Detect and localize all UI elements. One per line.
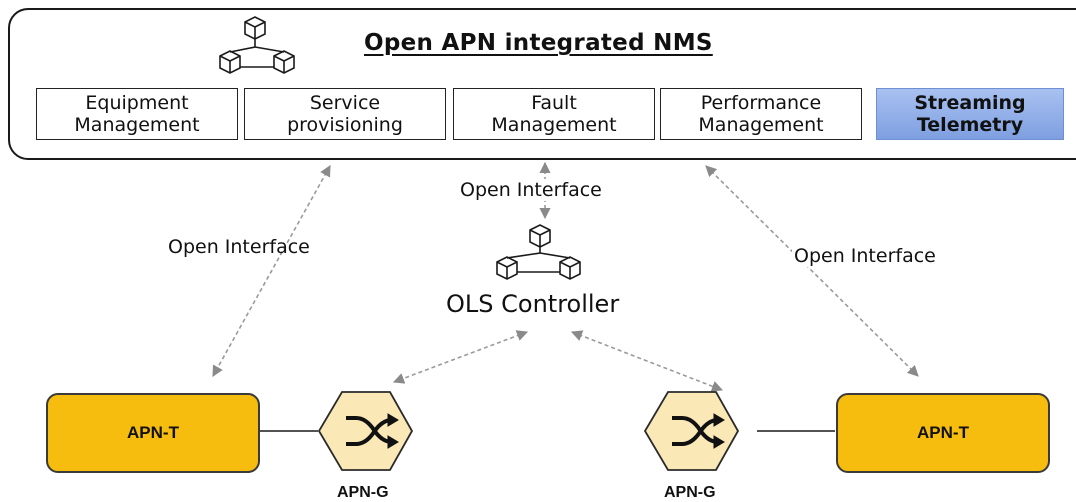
- ols-controller-label: OLS Controller: [446, 290, 620, 318]
- interface-label-right: Open Interface: [792, 245, 938, 267]
- module-service-provisioning[interactable]: Service provisioning: [244, 88, 446, 140]
- apn-t-right[interactable]: APN-T: [836, 393, 1050, 473]
- module-performance-management[interactable]: Performance Management: [660, 88, 862, 140]
- module-equipment-management[interactable]: Equipment Management: [36, 88, 238, 140]
- interface-label-left: Open Interface: [168, 236, 310, 258]
- interface-label-center: Open Interface: [458, 179, 604, 201]
- link-nms-to-apn-t-left: [212, 165, 331, 377]
- link-nms-to-apn-t-right: [705, 165, 919, 377]
- crossover-switch-icon: [672, 413, 725, 449]
- apn-g-right-node: [643, 391, 740, 471]
- crossover-switch-icon: [346, 413, 399, 449]
- link-controller-to-apn-g-right: [570, 330, 724, 392]
- apn-g-left-node: [317, 391, 414, 471]
- apn-g-right-label: APN-G: [664, 484, 716, 501]
- module-streaming-telemetry[interactable]: Streaming Telemetry: [876, 88, 1064, 140]
- module-fault-management[interactable]: Fault Management: [453, 88, 655, 140]
- apn-g-left-label: APN-G: [337, 484, 389, 501]
- link-controller-to-apn-g-left: [392, 330, 529, 384]
- network-cubes-icon: [219, 16, 295, 74]
- apn-t-left[interactable]: APN-T: [46, 393, 260, 473]
- network-cubes-icon: [496, 224, 581, 280]
- nms-title: Open APN integrated NMS: [364, 30, 713, 56]
